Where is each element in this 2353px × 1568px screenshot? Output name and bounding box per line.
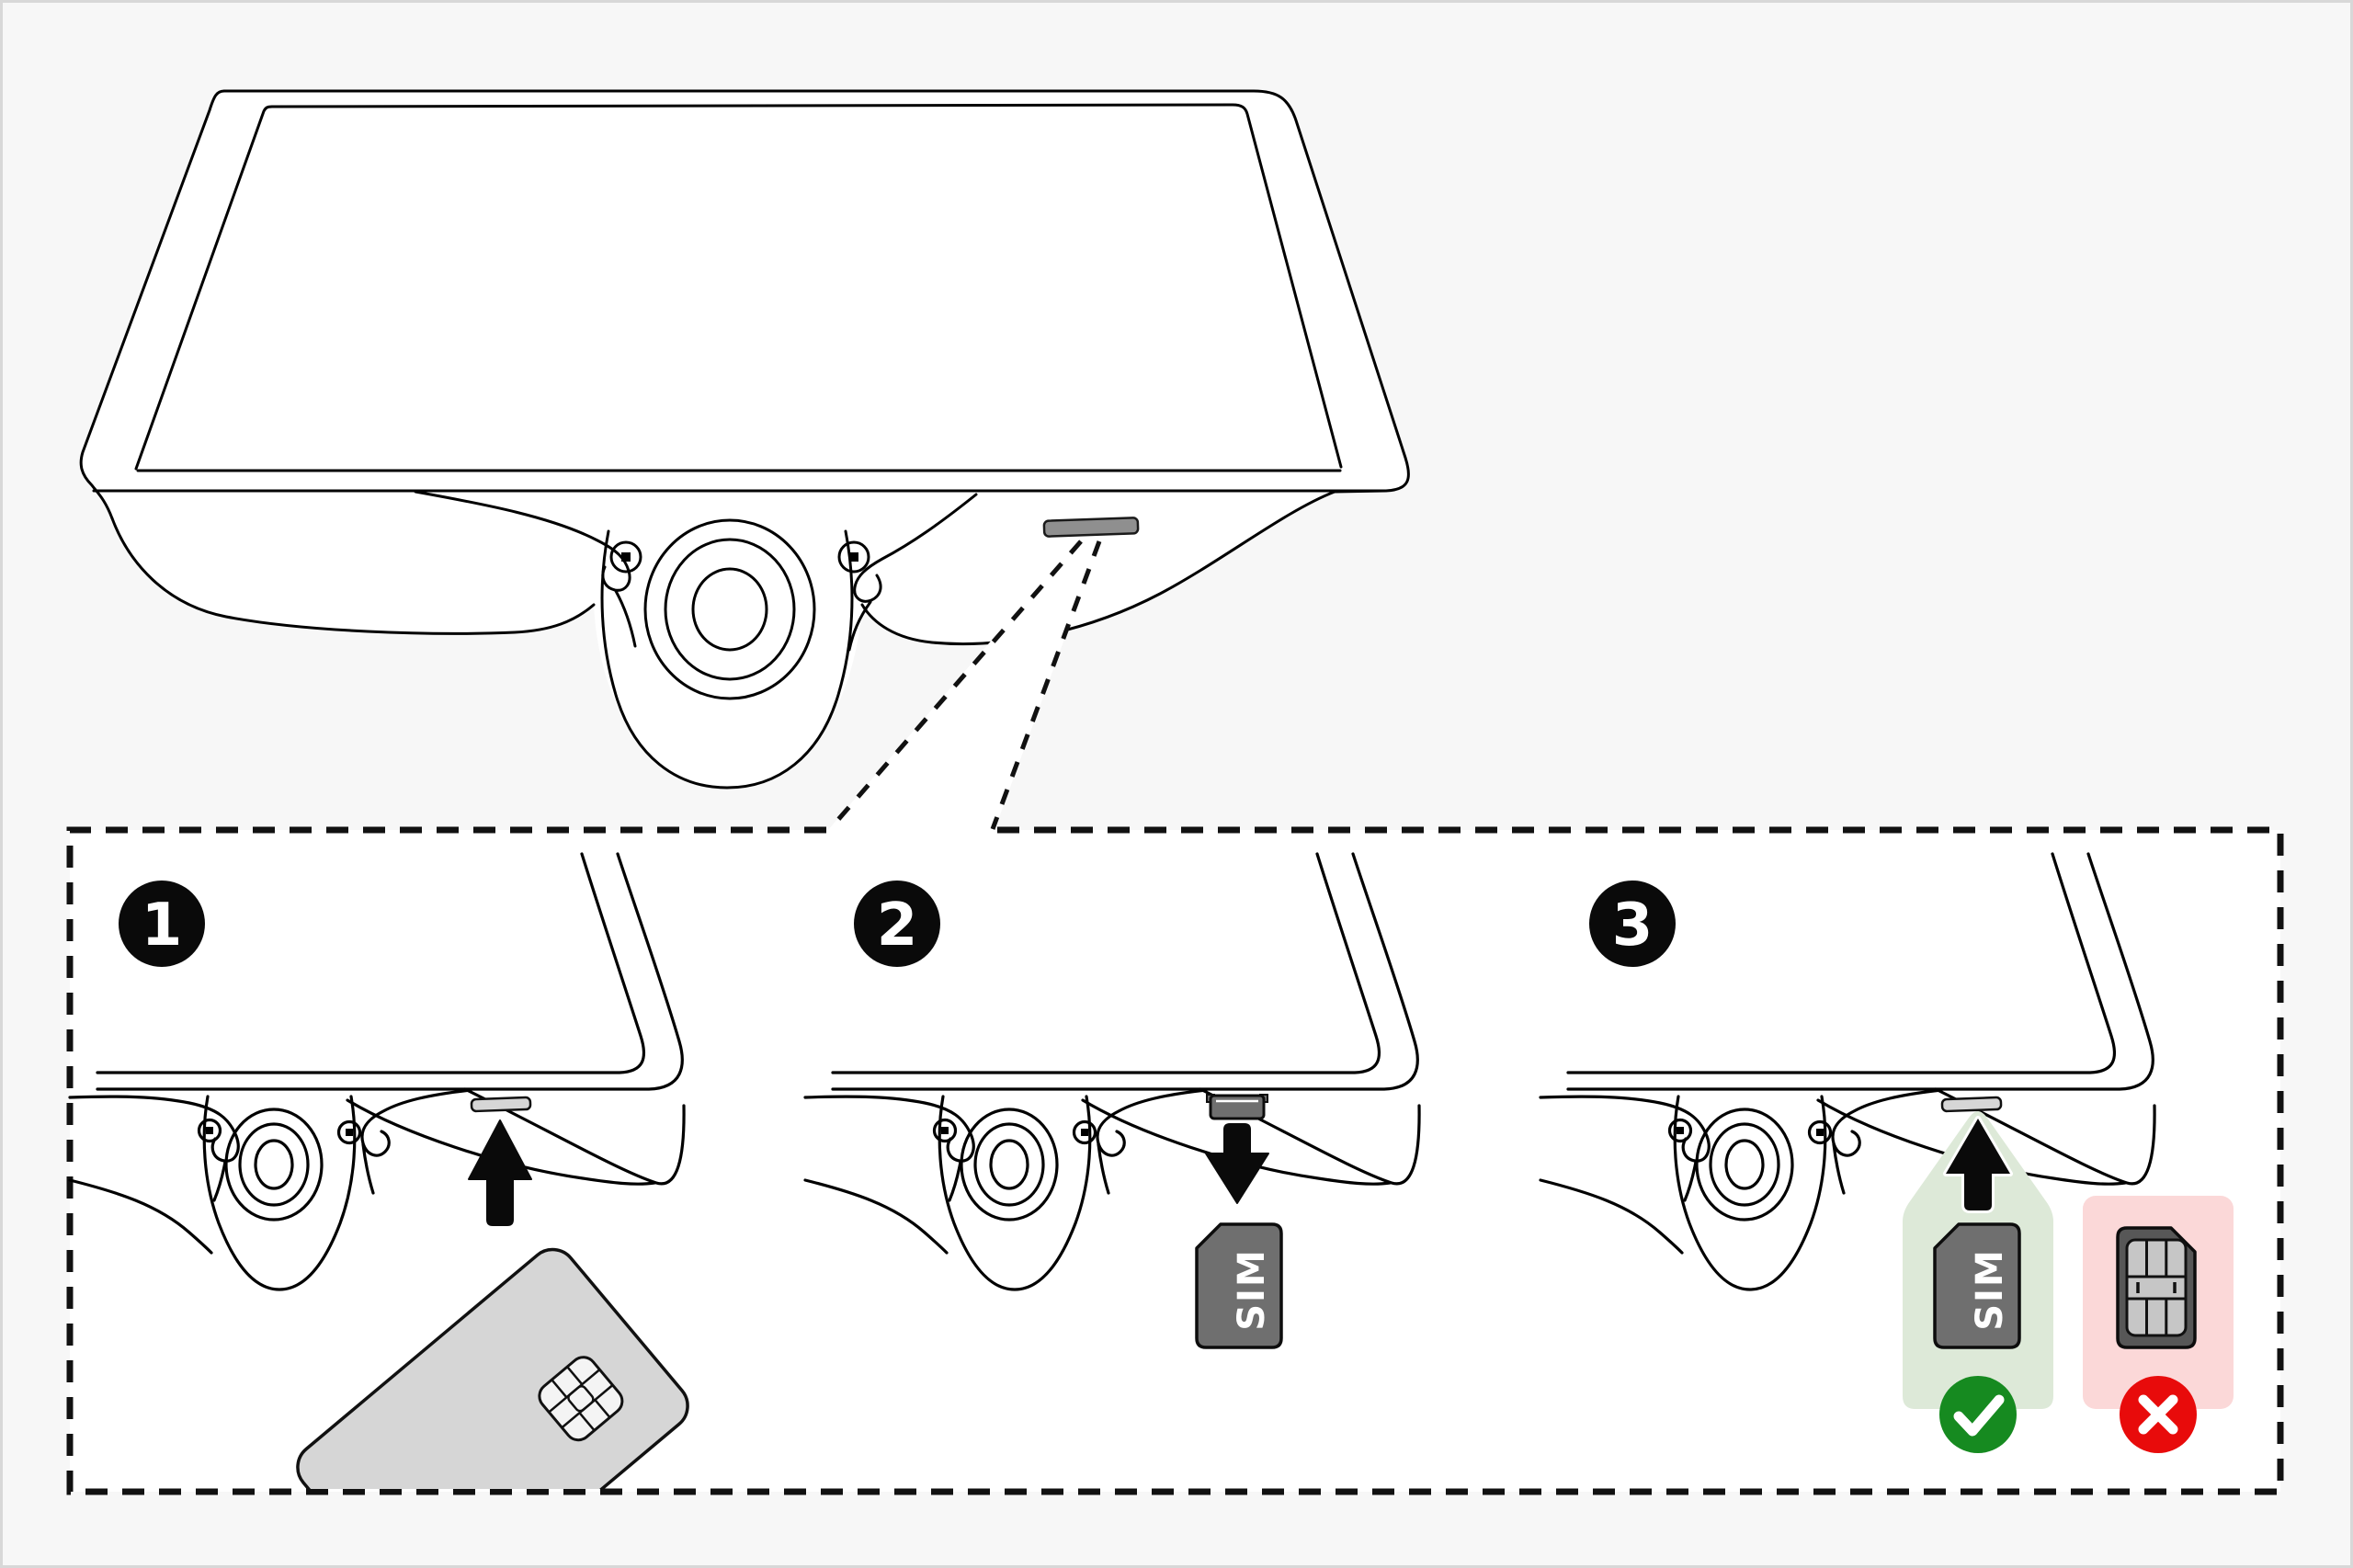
device-body <box>81 91 1409 788</box>
device-screen <box>134 103 1343 471</box>
sim-slot <box>1940 1096 2003 1113</box>
sim-slot <box>470 1096 532 1113</box>
device-rear-view <box>79 89 1410 790</box>
device-sim-slot <box>1042 517 1140 538</box>
up-arrow-icon <box>1943 1116 2013 1213</box>
card-chip <box>538 1356 624 1442</box>
camera-lens <box>643 518 816 700</box>
sim-card: SIM <box>1195 1222 1283 1349</box>
up-arrow-icon <box>468 1119 532 1226</box>
step-number: 2 <box>877 892 918 960</box>
opening-card <box>296 1247 689 1489</box>
sim-card-wrong <box>2116 1226 2197 1349</box>
step-badge: 1 <box>119 881 205 967</box>
step-number: 1 <box>142 892 183 960</box>
step-badge: 3 <box>1589 881 1676 967</box>
down-arrow-icon <box>1205 1123 1269 1204</box>
sim-card-correct: SIM <box>1933 1222 2021 1349</box>
detail-panel-border <box>66 826 2284 1495</box>
step-1: 1 <box>68 852 689 1489</box>
screw-detail-right <box>837 540 870 574</box>
cross-icon <box>2120 1376 2197 1453</box>
sim-tray-open <box>1206 1094 1268 1120</box>
step-3: SIM 3 <box>1539 852 2234 1453</box>
sim-card-label: SIM <box>1969 1248 2011 1331</box>
callout-funnel <box>828 539 1102 831</box>
step-number: 3 <box>1612 892 1654 960</box>
sim-contacts <box>2125 1238 2188 1337</box>
screw-detail-left <box>609 540 642 574</box>
step-2: SIM 2 <box>803 852 1421 1349</box>
check-icon <box>1939 1376 2017 1453</box>
sim-card-label: SIM <box>1231 1248 1273 1331</box>
step-badge: 2 <box>854 881 940 967</box>
